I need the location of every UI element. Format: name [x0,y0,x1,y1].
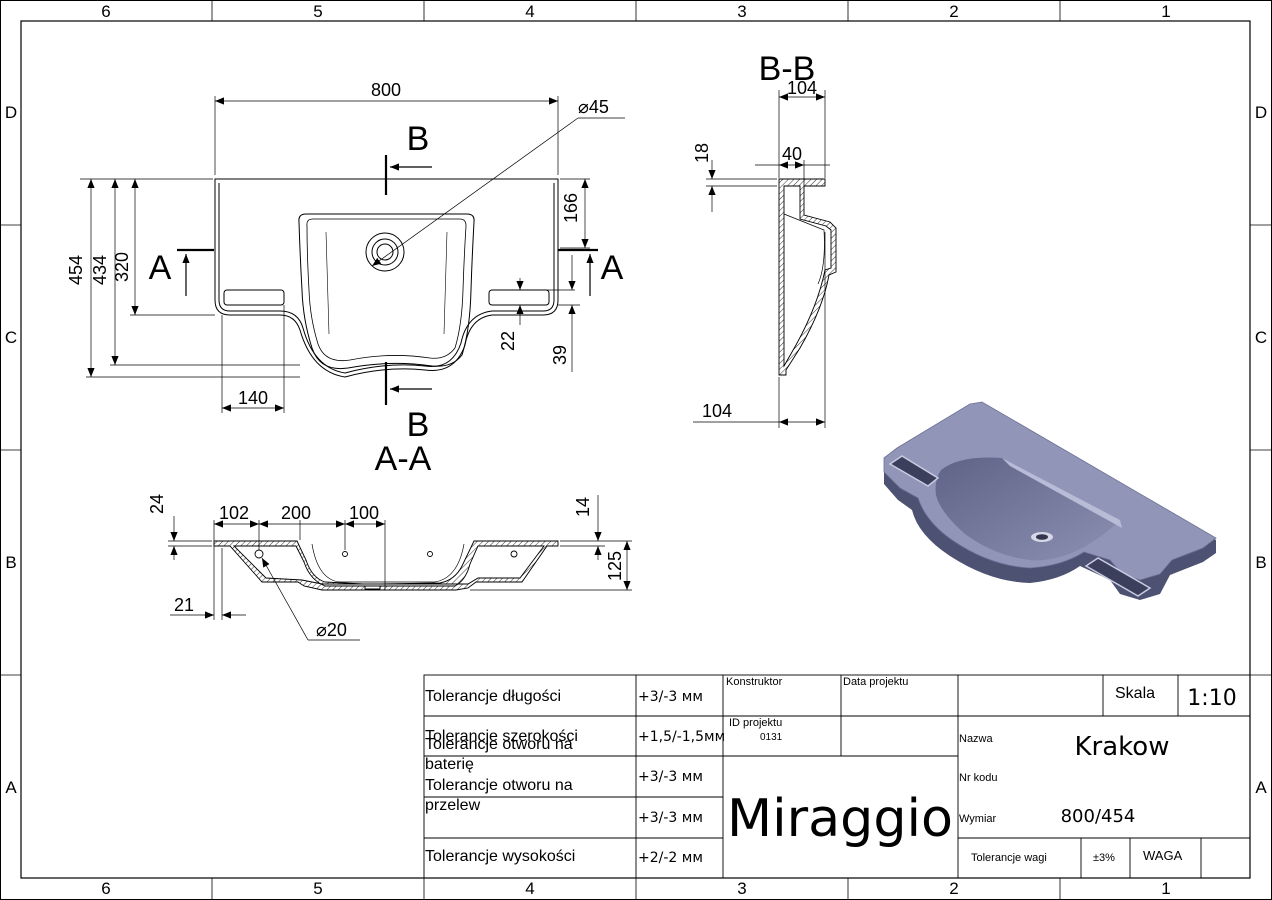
zone-row-label: B [5,553,16,572]
dim-40: 40 [782,144,802,164]
section-bb-view [778,178,837,376]
zone-col-label: 4 [525,2,534,21]
section-aa-dim-text: 24 102 200 100 14 125 21 ⌀20 [147,494,625,640]
dim-104-bottom: 104 [702,401,732,421]
tolerance-label: Tolerancje długości [425,688,561,705]
section-markers [177,155,598,405]
dim-100: 100 [349,503,379,523]
dim-24: 24 [147,494,167,514]
skala-label: Skala [1115,685,1155,702]
dim-18: 18 [692,143,712,163]
tolerance-value: +3/-3 мм [638,769,703,785]
tolerance-label: baterię [425,756,474,773]
zone-row-label: B [1255,553,1266,572]
section-bb-dimensions [693,90,830,428]
top-view-basin [298,213,475,370]
zone-row-label: A [5,778,17,797]
zone-col-label: 1 [1161,879,1170,898]
tolerance-value: +3/-3 мм [638,810,703,826]
dim-21: 21 [174,595,194,615]
section-bb-title: B-B [759,50,816,88]
dim-200: 200 [281,503,311,523]
zone-col-label: 4 [525,879,534,898]
id-projektu-label: ID projektu [729,717,782,729]
dim-d45: ⌀45 [578,97,609,117]
section-a-label: A [601,249,624,287]
dim-800: 800 [371,80,401,100]
dim-104-top: 104 [787,78,817,98]
dim-39: 39 [550,345,570,365]
konstruktor-label: Konstruktor [726,676,783,688]
section-aa-view [213,540,559,591]
section-b-label: B [407,406,430,444]
dim-22: 22 [498,331,518,351]
basin-3d-render [883,401,1217,600]
dim-320: 320 [112,252,132,282]
zone-row-label: A [1255,778,1267,797]
zone-col-label: 3 [737,2,746,21]
skala-value: 1:10 [1187,686,1236,711]
title-block-grid [423,674,1251,879]
nr-kodu-label: Nr kodu [959,772,998,784]
tolerance-label: Tolerancje szerokości [425,728,578,745]
data-projektu-label: Data projektu [843,676,908,688]
tolerance-label: Tolerancje wysokości [425,848,575,865]
wymiar-label: Wymiar [959,813,997,825]
title-block-text: Tolerancje długości Tolerancje szerokośc… [425,676,1237,866]
zone-col-label: 1 [1161,2,1170,21]
tolerance-label: Tolerancje otworu na [425,777,573,794]
tolerance-label: przelew [425,797,481,814]
section-bb-dim-text: 104 40 18 104 [692,78,817,421]
section-a-label: A [149,249,172,287]
tolerance-value: +1,5/-1,5мм [638,729,725,745]
dim-14: 14 [573,497,593,517]
zone-row-label: D [5,103,17,122]
zone-col-label: 5 [313,879,322,898]
zone-row-label: C [1255,328,1267,347]
dim-434: 434 [90,255,110,285]
zone-col-label: 6 [101,2,110,21]
zone-col-label: 5 [313,2,322,21]
brand-logo: Miraggio [727,789,953,849]
wymiar-value: 800/454 [1061,806,1136,827]
nazwa-label: Nazwa [959,733,994,745]
tolerance-value: +3/-3 мм [638,689,703,705]
id-projektu-value: 0131 [760,732,783,743]
dim-102: 102 [219,503,249,523]
tolerancje-wagi-label: Tolerancje wagi [971,852,1047,864]
zone-row-label: D [1255,103,1267,122]
zone-col-label: 2 [949,2,958,21]
dim-166: 166 [561,193,581,223]
zone-col-label: 2 [949,879,958,898]
tolerance-value: +2/-2 мм [638,850,703,866]
dim-d20: ⌀20 [316,620,347,640]
section-letters: B B A A A-A B-B [149,50,816,478]
dim-140: 140 [238,388,268,408]
section-aa-title: A-A [375,440,432,478]
zone-col-label: 3 [737,879,746,898]
zone-col-label: 6 [101,879,110,898]
section-aa-dimensions [168,495,632,641]
dim-454: 454 [66,255,86,285]
nazwa-value: Krakow [1075,732,1170,762]
zone-row-label: C [5,328,17,347]
tolerancje-wagi-value: ±3% [1093,852,1115,864]
top-view-dim-text: 800 ⌀45 454 434 320 166 22 39 140 [66,80,609,408]
top-view [214,178,559,378]
waga-label: WAGA [1143,848,1183,863]
handle-slot-left [223,289,285,306]
handle-slot-right [488,289,550,306]
dim-125: 125 [605,551,625,581]
tolerance-label: Tolerancje otworu na [425,736,573,753]
top-view-dimensions [80,96,625,413]
section-b-label: B [407,120,430,158]
zone-labels: 6 5 4 3 2 1 6 5 4 3 2 1 D C B A D C B A [5,2,1267,898]
